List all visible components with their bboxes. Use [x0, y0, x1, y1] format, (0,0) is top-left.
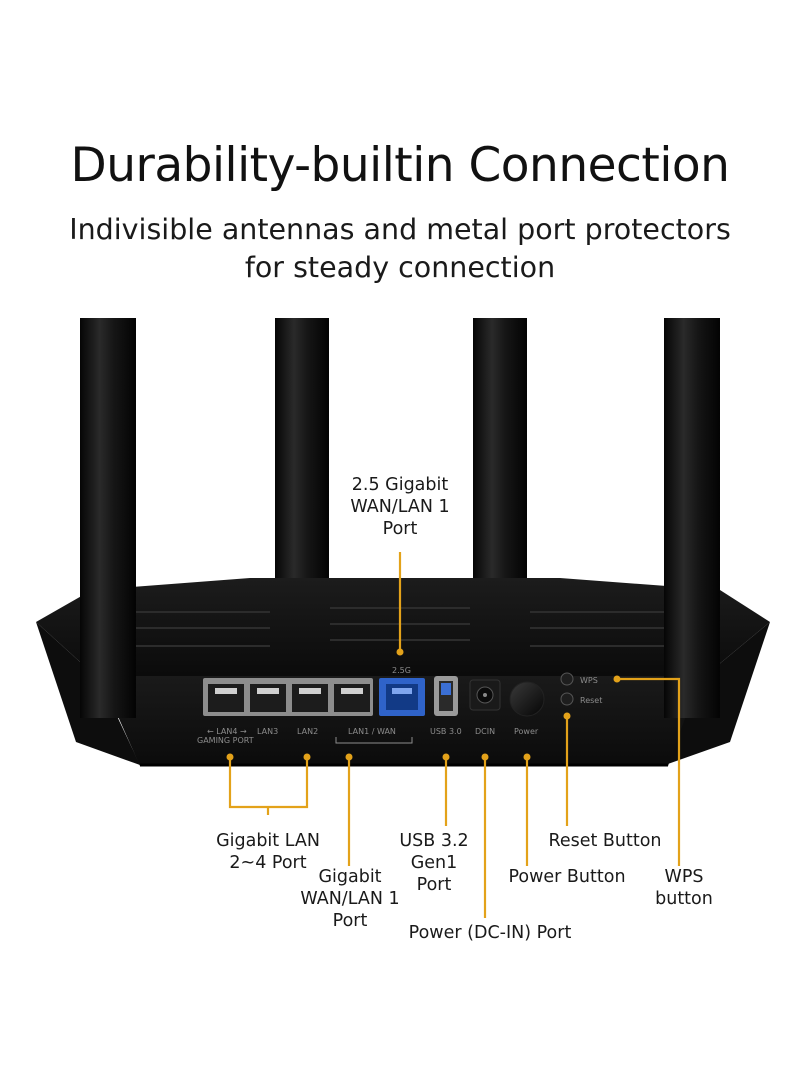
panel-label-gaming: GAMING PORT [197, 736, 254, 745]
callout-usb-line-3: Port [416, 875, 452, 895]
callout-dc-in: Power (DC-IN) Port [395, 922, 585, 944]
callout-lan-2-4-line-2: 2~4 Port [229, 853, 307, 873]
panel-label-lan4: ← LAN4 → [207, 727, 247, 736]
panel-label-lan1wan: LAN1 / WAN [348, 727, 396, 736]
callout-wps-button-line-1: WPS [664, 867, 704, 887]
callout-power-button: Power Button [492, 866, 642, 888]
callout-reset-button-line-1: Reset Button [548, 831, 662, 851]
power-button [509, 681, 545, 717]
callout-wps-button: WPS button [636, 866, 732, 910]
wps-button [560, 672, 574, 686]
panel-label-2-5g: 2.5G [392, 666, 411, 675]
callout-2-5g-wan: 2.5 Gigabit WAN/LAN 1 Port [330, 474, 470, 540]
callout-wan-lan1: Gigabit WAN/LAN 1 Port [280, 866, 420, 932]
panel-label-lan3: LAN3 [257, 727, 278, 736]
callout-2-5g-wan-line-2: WAN/LAN 1 [350, 497, 450, 517]
callout-2-5g-wan-line-1: 2.5 Gigabit [351, 475, 449, 495]
callout-wan-lan1-line-2: WAN/LAN 1 [300, 889, 400, 909]
callout-dots [226, 648, 621, 761]
subline-line-2: for steady connection [244, 251, 556, 284]
callout-usb-line-2: Gen1 [410, 853, 458, 873]
headline: Durability-builtin Connection [70, 138, 730, 193]
subline: Indivisible antennas and metal port prot… [0, 211, 800, 287]
subline-line-1: Indivisible antennas and metal port prot… [69, 213, 731, 246]
callout-2-5g-wan-line-3: Port [382, 519, 418, 539]
callout-lan-2-4: Gigabit LAN 2~4 Port [188, 830, 348, 874]
panel-label-reset: Reset [580, 696, 602, 705]
panel-label-usb: USB 3.0 [430, 727, 462, 736]
lan-ports [208, 684, 370, 712]
panel-label-power: Power [514, 727, 539, 736]
callout-dc-in-line-1: Power (DC-IN) Port [408, 923, 572, 943]
callout-lan-2-4-line-1: Gigabit LAN [216, 831, 320, 851]
panel-label-dcin: DCIN [475, 727, 495, 736]
antenna-1 [80, 318, 136, 718]
callout-wps-button-line-2: button [655, 889, 713, 909]
antenna-4 [664, 318, 720, 718]
callout-wan-lan1-line-3: Port [332, 911, 368, 931]
panel-label-wps: WPS [580, 676, 598, 685]
callout-wan-lan1-line-1: Gigabit [318, 867, 382, 887]
callout-leaders [228, 552, 681, 918]
callout-usb: USB 3.2 Gen1 Port [384, 830, 484, 896]
router-top [36, 578, 770, 680]
callout-usb-line-1: USB 3.2 [399, 831, 469, 851]
lan-port-block [203, 678, 373, 716]
callout-power-button-line-1: Power Button [508, 867, 626, 887]
callout-reset-button: Reset Button [535, 830, 675, 852]
reset-button [560, 692, 574, 706]
panel-label-lan2: LAN2 [297, 727, 318, 736]
